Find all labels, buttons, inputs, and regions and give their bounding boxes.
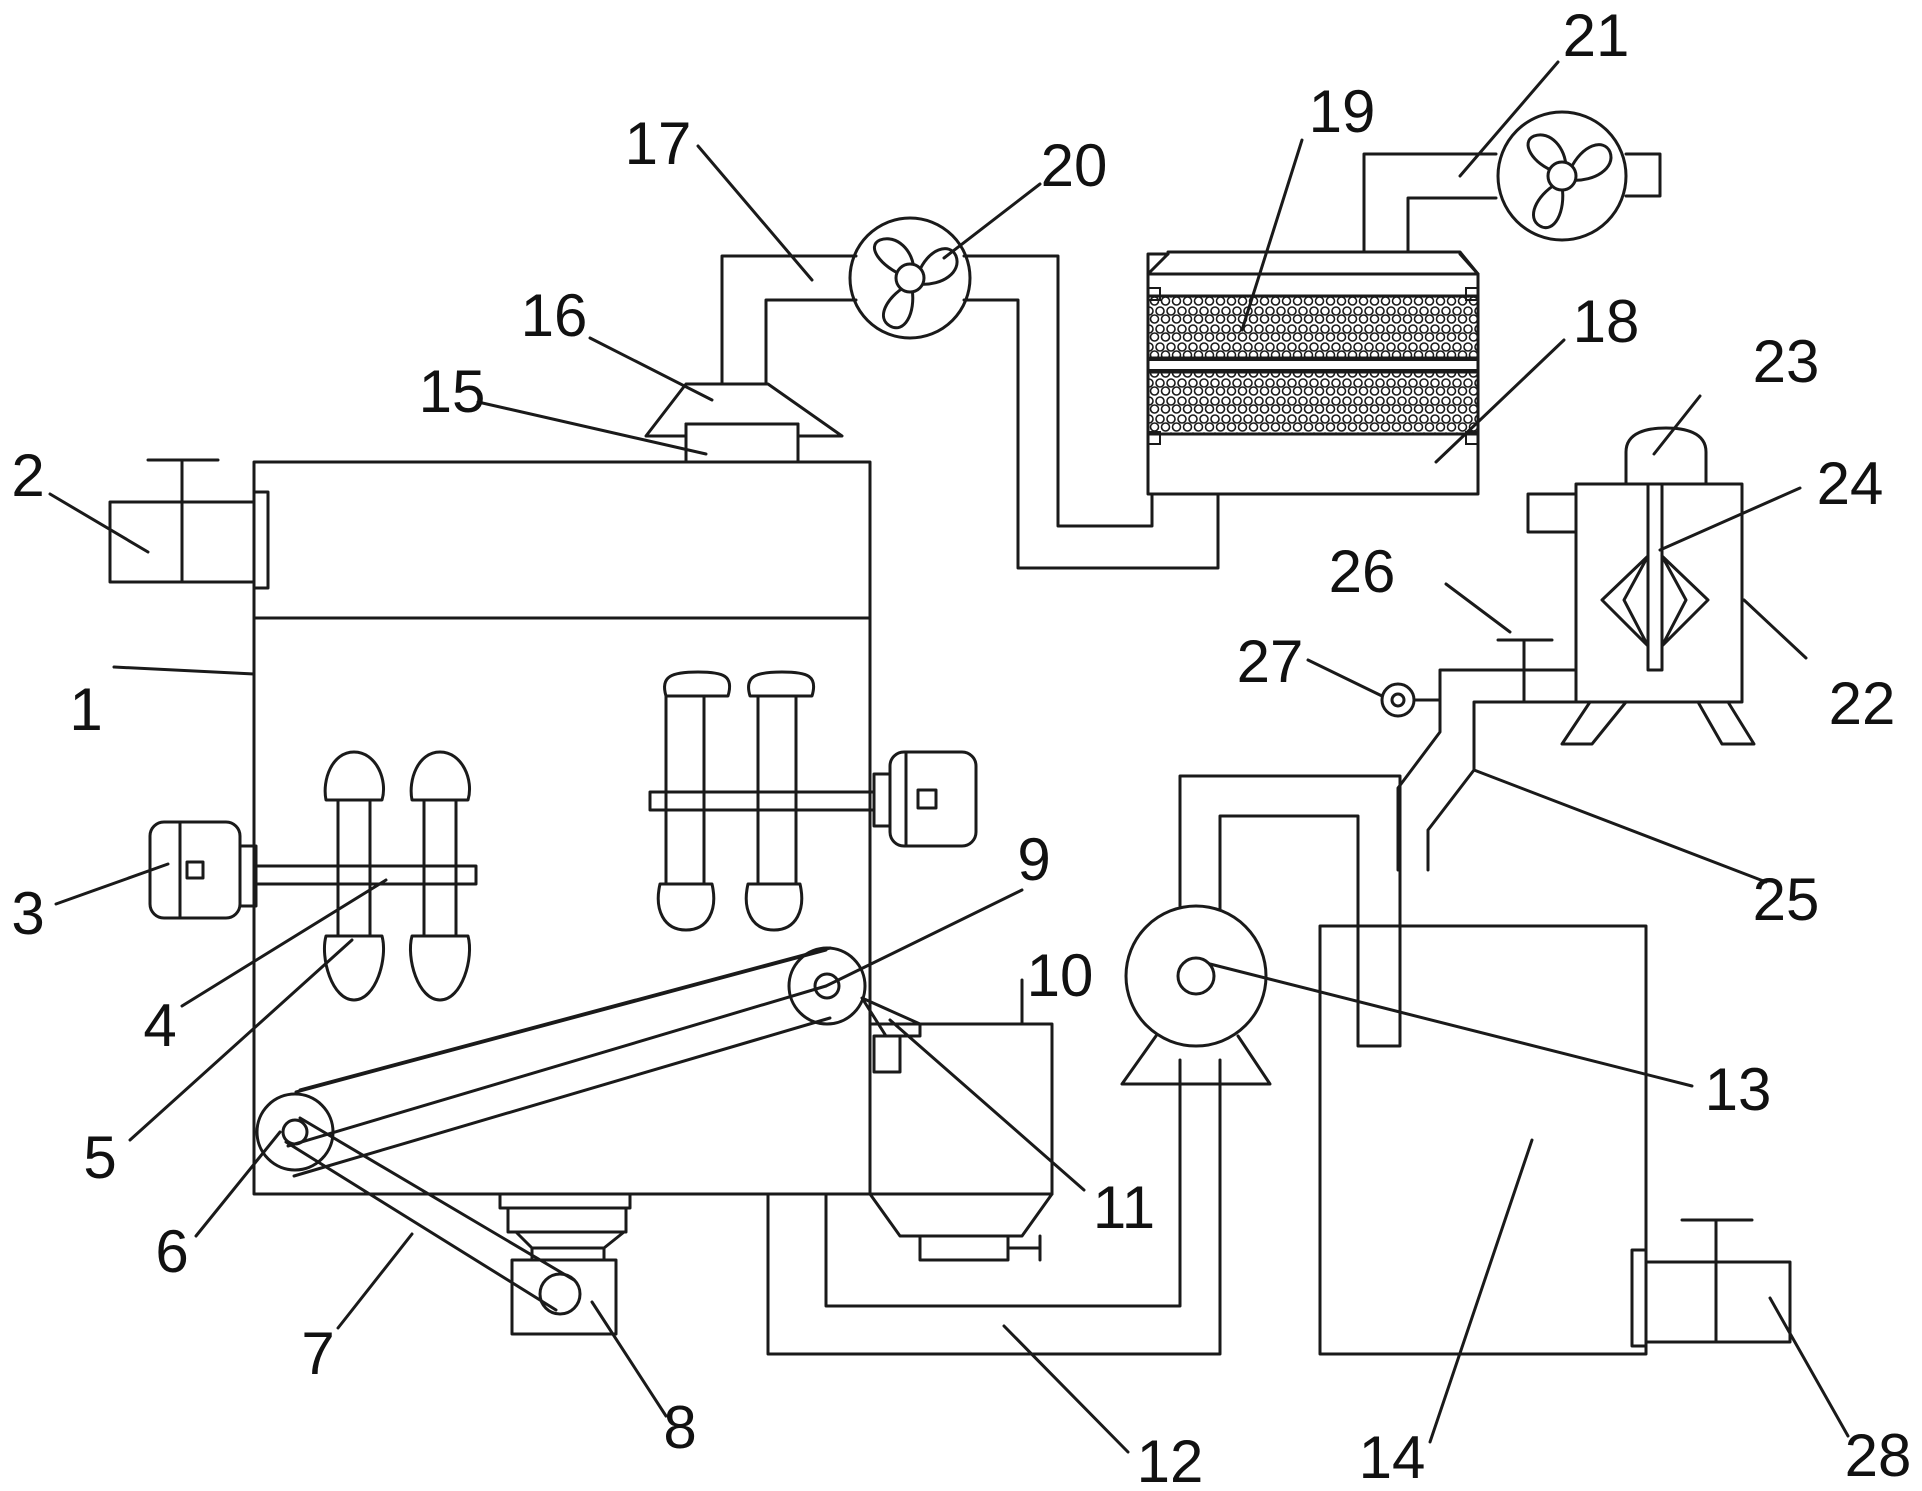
label-1: 1 <box>69 676 102 743</box>
dosing-stirrer <box>1600 482 1710 672</box>
pump-outlet-pipe <box>1178 774 1402 928</box>
lower-roller <box>255 1092 335 1172</box>
drive-motor <box>498 1192 632 1336</box>
filter-media-lower <box>1146 359 1480 445</box>
exhaust-port <box>684 422 800 464</box>
label-21: 21 <box>1563 2 1630 69</box>
left-paddle-1 <box>322 750 386 1002</box>
right-paddle-1 <box>656 670 731 932</box>
left-stirring-motor <box>148 820 258 920</box>
top-motor <box>108 458 270 590</box>
number-labels: 1 2 3 4 5 6 7 8 9 10 11 12 13 14 15 16 1… <box>11 2 1911 1491</box>
label-2: 2 <box>11 442 44 509</box>
conveyor-belt <box>286 946 832 1178</box>
label-5: 5 <box>83 1124 116 1191</box>
label-16: 16 <box>521 282 588 349</box>
label-4: 4 <box>143 992 176 1059</box>
right-stirring-motor <box>872 750 978 848</box>
water-pump <box>1120 904 1272 1086</box>
label-8: 8 <box>663 1394 696 1461</box>
label-6: 6 <box>155 1218 188 1285</box>
exhaust-hood <box>644 382 844 438</box>
flow-sensor <box>1380 682 1442 718</box>
label-13: 13 <box>1705 1056 1772 1123</box>
label-20: 20 <box>1041 132 1108 199</box>
label-11: 11 <box>1093 1174 1155 1241</box>
label-12: 12 <box>1137 1428 1204 1491</box>
label-24: 24 <box>1817 450 1884 517</box>
valve <box>1496 638 1554 704</box>
label-17: 17 <box>625 110 692 177</box>
first-fan <box>848 216 972 340</box>
discharge-hopper <box>868 978 1054 1262</box>
dosing-motor <box>1624 426 1708 486</box>
upper-roller <box>787 946 867 1026</box>
leader-lines <box>48 60 1850 1454</box>
label-9: 9 <box>1017 826 1050 893</box>
scraper <box>860 996 922 1074</box>
label-18: 18 <box>1573 288 1640 355</box>
label-14: 14 <box>1359 1424 1426 1491</box>
right-paddle-2 <box>744 670 815 932</box>
water-tank <box>1318 924 1648 1356</box>
label-19: 19 <box>1309 78 1376 145</box>
filter-media-upper <box>1146 287 1480 360</box>
label-3: 3 <box>11 880 44 947</box>
label-10: 10 <box>1027 942 1094 1009</box>
label-27: 27 <box>1237 628 1304 695</box>
left-stirring-shaft <box>252 864 478 886</box>
right-stirring-shaft <box>648 790 876 812</box>
label-23: 23 <box>1753 328 1820 395</box>
label-25: 25 <box>1753 866 1820 933</box>
second-fan <box>1496 110 1628 242</box>
exhaust-pipe <box>720 254 1220 570</box>
label-26: 26 <box>1329 538 1396 605</box>
label-28: 28 <box>1845 1422 1912 1489</box>
label-7: 7 <box>301 1320 334 1387</box>
label-15: 15 <box>419 358 486 425</box>
left-paddle-2 <box>408 750 472 1002</box>
main-tank <box>252 460 872 1196</box>
filter-outlet-pipe <box>1362 152 1662 254</box>
label-22: 22 <box>1829 670 1896 737</box>
drain-motor <box>1630 1218 1792 1348</box>
return-pipe <box>766 1058 1222 1356</box>
